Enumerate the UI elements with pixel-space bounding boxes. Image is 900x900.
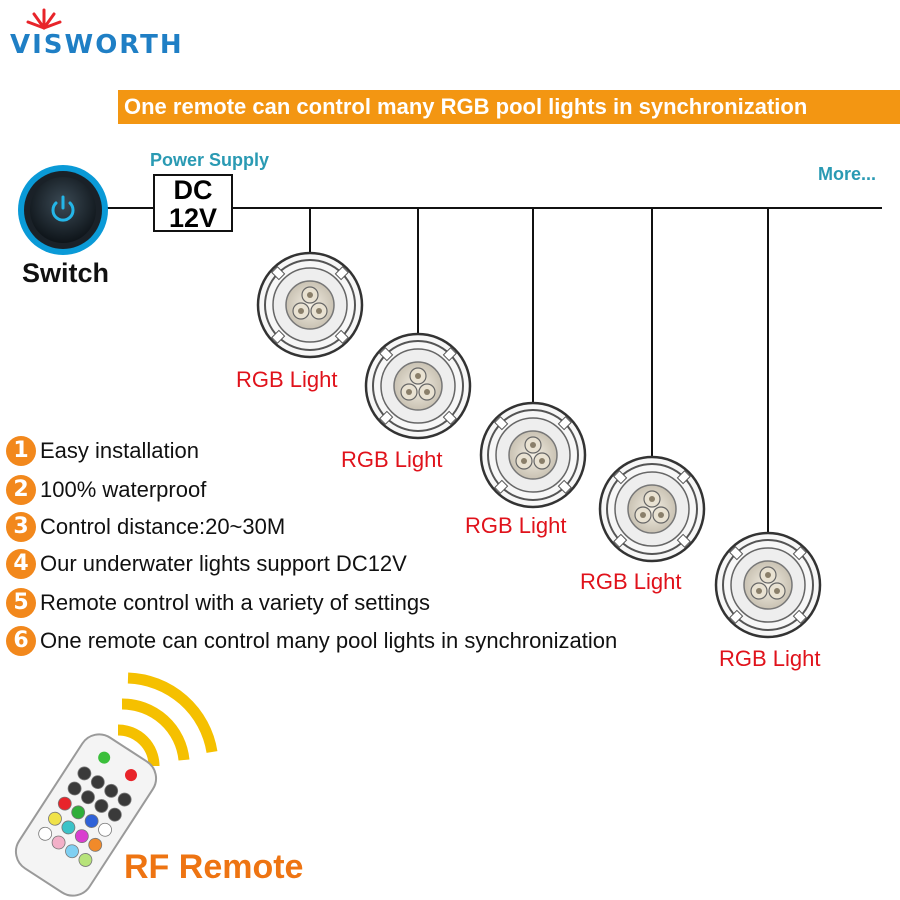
feature-number-badge: 3 <box>6 512 36 542</box>
remote-key <box>98 822 112 837</box>
feature-text: One remote can control many pool lights … <box>40 628 618 653</box>
power-supply-voltage: 12V <box>168 203 218 233</box>
feature-text: Our underwater lights support DC12V <box>40 551 407 576</box>
remote-key <box>78 853 93 867</box>
remote-key <box>107 807 122 822</box>
remote-key <box>57 796 72 811</box>
wireless-signal-icon <box>117 672 218 767</box>
rgb-light-label: RGB Light <box>465 513 567 538</box>
feature-item: 4 Our underwater lights support DC12V <box>6 549 407 579</box>
rgb-light-label: RGB Light <box>580 569 682 594</box>
feature-number-badge: 5 <box>6 588 36 618</box>
remote-key <box>104 783 119 798</box>
feature-number-badge: 1 <box>6 436 36 466</box>
switch-label: Switch <box>22 258 110 288</box>
sun-rays-icon <box>26 8 62 30</box>
remote-key <box>74 829 89 844</box>
power-icon <box>18 165 108 255</box>
power-supply-box: DC 12V <box>153 174 233 232</box>
more-label: More... <box>818 164 877 184</box>
feature-item: 5 Remote control with a variety of setti… <box>6 588 430 618</box>
remote-key <box>61 820 76 835</box>
rf-remote-label: RF Remote <box>124 848 304 886</box>
feature-text: Remote control with a variety of setting… <box>40 590 431 615</box>
feature-text: 100% waterproof <box>40 477 207 502</box>
rf-remote-icon <box>14 733 158 897</box>
rgb-light-label: RGB Light <box>341 447 443 472</box>
remote-key <box>117 792 132 807</box>
feature-item: 6 One remote can control many pool light… <box>6 626 617 656</box>
pool-light-icon <box>364 332 472 440</box>
remote-key <box>51 835 66 850</box>
remote-key <box>88 837 103 852</box>
remote-key <box>94 799 109 813</box>
remote-key <box>77 766 92 781</box>
rgb-light-label: RGB Light <box>719 646 821 671</box>
feature-number-badge: 2 <box>6 475 36 505</box>
feature-item: 3 Control distance:20~30M <box>6 512 285 542</box>
pool-light-icon <box>479 401 587 509</box>
remote-key <box>71 805 86 820</box>
remote-key <box>38 826 53 841</box>
power-supply-label: Power Supply <box>150 150 270 170</box>
feature-item: 2 100% waterproof <box>6 475 206 505</box>
remote-key <box>90 775 105 790</box>
remote-key <box>67 781 82 796</box>
feature-number-badge: 6 <box>6 626 36 656</box>
pool-light-icon <box>598 455 706 563</box>
brand-logo: VISWORTH <box>10 30 184 60</box>
power-supply-voltage-type: DC <box>173 175 213 205</box>
feature-text: Easy installation <box>40 438 199 463</box>
headline-banner: One remote can control many RGB pool lig… <box>118 90 900 124</box>
rgb-light-label: RGB Light <box>236 367 338 392</box>
remote-key <box>48 811 62 826</box>
remote-key <box>84 814 99 828</box>
remote-key <box>65 844 79 859</box>
feature-number-badge: 4 <box>6 549 36 579</box>
pool-light-icon <box>256 251 364 359</box>
pool-light-icon <box>714 531 822 639</box>
feature-text: Control distance:20~30M <box>40 514 286 539</box>
remote-key <box>81 790 95 805</box>
feature-item: 1 Easy installation <box>6 436 199 466</box>
